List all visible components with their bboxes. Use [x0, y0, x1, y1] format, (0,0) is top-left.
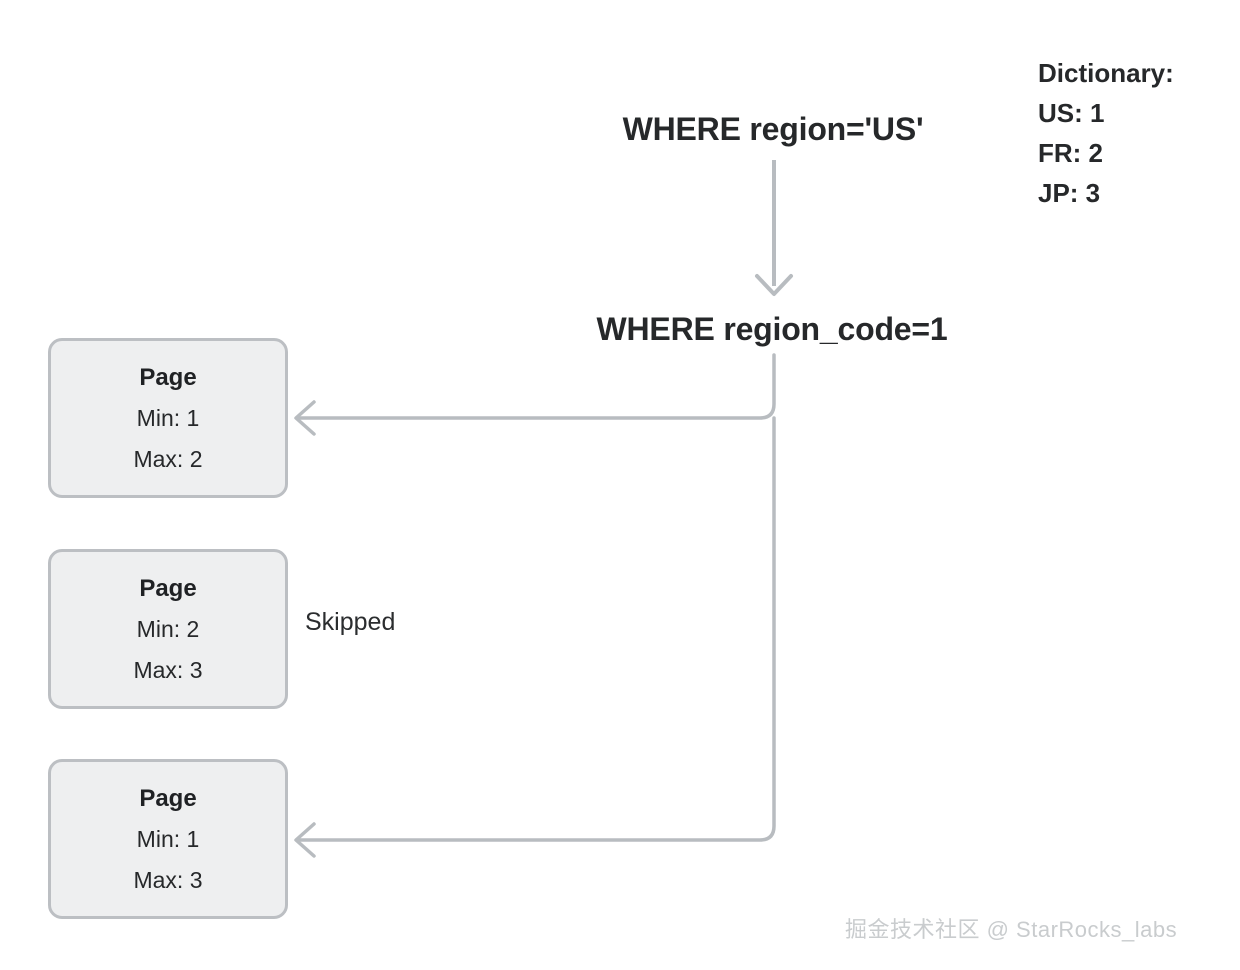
- page-box-min: Min: 1: [136, 404, 200, 431]
- page-box-max: Max: 2: [133, 445, 203, 472]
- page-box: Page Min: 1 Max: 3: [48, 759, 288, 919]
- dictionary-entry-us: US: 1: [1038, 98, 1105, 128]
- page-box-min: Min: 1: [136, 825, 200, 852]
- page-box: Page Min: 1 Max: 2: [48, 338, 288, 498]
- dictionary-heading: Dictionary:: [1038, 58, 1174, 88]
- rewritten-predicate-label: WHERE region_code=1: [596, 311, 948, 347]
- watermark: 掘金技术社区 @ StarRocks_labs: [845, 917, 1178, 942]
- page-box-min: Min: 2: [136, 615, 200, 642]
- page-box-title: Page: [139, 363, 197, 391]
- dictionary-entry-jp: JP: 3: [1038, 178, 1101, 208]
- page-box-title: Page: [139, 574, 197, 602]
- page-box: Page Min: 2 Max: 3: [48, 549, 288, 709]
- page-box-max: Max: 3: [133, 866, 203, 893]
- dictionary-legend: Dictionary: US: 1 FR: 2 JP: 3: [1038, 53, 1174, 213]
- rewrite-arrow: [755, 160, 793, 296]
- page-box-max: Max: 3: [133, 656, 203, 683]
- page-scan-connectors: [294, 353, 776, 858]
- skipped-annotation: Skipped: [305, 608, 396, 636]
- page-box-title: Page: [139, 784, 197, 812]
- dictionary-entry-fr: FR: 2: [1038, 138, 1103, 168]
- source-predicate-label: WHERE region='US': [622, 111, 924, 147]
